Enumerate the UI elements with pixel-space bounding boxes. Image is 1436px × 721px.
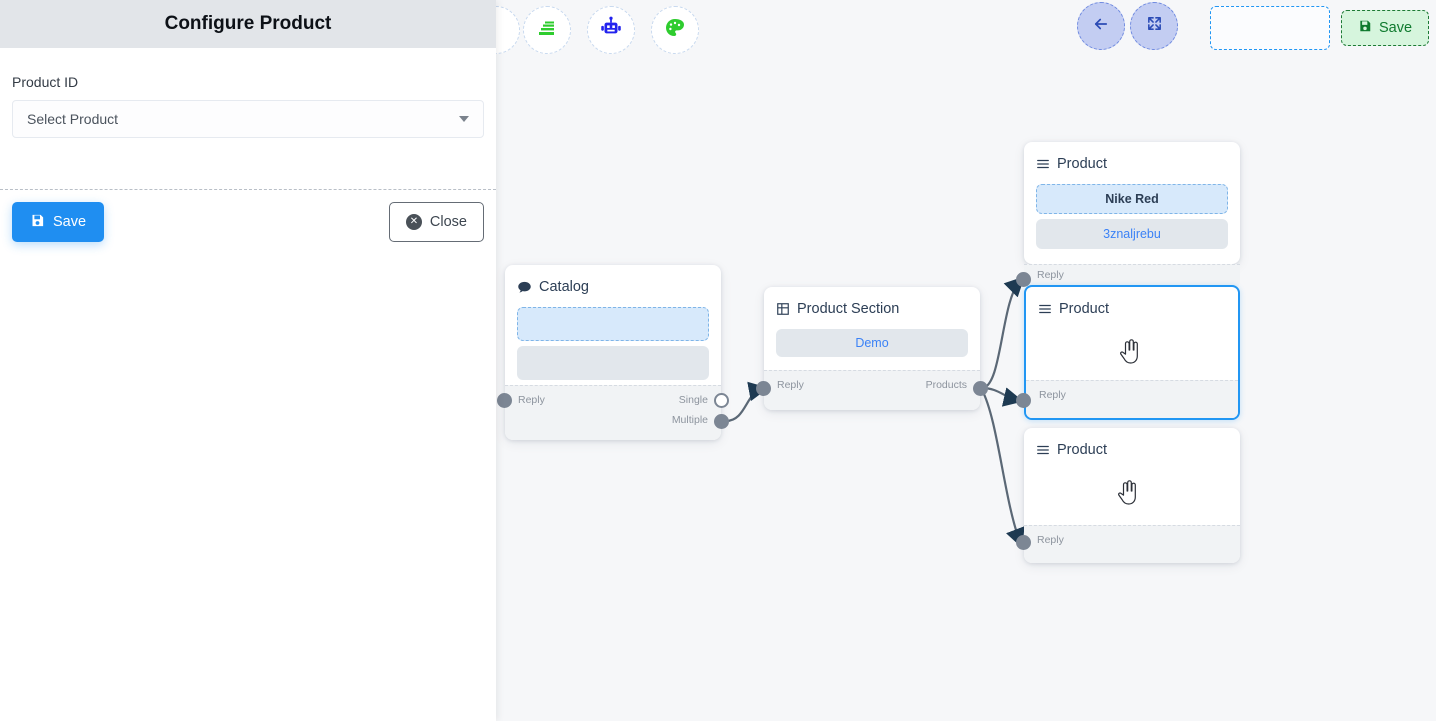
palette-icon <box>663 16 687 45</box>
port-label-multiple: Multiple <box>671 414 708 426</box>
port-label-products: Products <box>925 379 967 391</box>
node-catalog-body: Catalog <box>505 265 721 397</box>
product-id-label: Product ID <box>12 74 79 90</box>
back-button[interactable] <box>1077 2 1125 50</box>
node-catalog-block-2[interactable] <box>517 346 709 380</box>
panel-body: Product ID Select Product <box>0 48 496 138</box>
node-product-1-block-2[interactable]: 3znaljrebu <box>1036 219 1228 249</box>
toolbar-button-layers[interactable] <box>523 6 571 54</box>
port-product-1-reply[interactable] <box>1016 272 1031 287</box>
node-product-1-block-2-label: 3znaljrebu <box>1103 227 1161 241</box>
toolbar-placeholder-slot[interactable] <box>1210 6 1330 50</box>
node-product-3-title: Product <box>1057 442 1107 458</box>
toolbar-button-theme[interactable] <box>651 6 699 54</box>
toolbar-button-partial[interactable] <box>496 6 520 54</box>
fit-view-button[interactable] <box>1130 2 1178 50</box>
collapse-arrows-icon <box>1146 15 1163 37</box>
node-product-2-header: Product <box>1038 301 1226 317</box>
node-product-3-footer: Reply <box>1024 525 1240 563</box>
hand-cursor-icon <box>1118 339 1140 365</box>
floppy-disk-icon <box>30 213 45 232</box>
node-catalog-header: Catalog <box>517 279 709 295</box>
list-lines-icon <box>1038 302 1052 316</box>
node-product-section-header: Product Section <box>776 301 968 317</box>
port-label-reply: Reply <box>518 394 545 406</box>
node-catalog-footer: Reply Single Multiple <box>505 385 721 440</box>
node-product-1-footer: Reply <box>1024 264 1240 289</box>
port-label-reply: Reply <box>1037 534 1064 546</box>
node-product-2-body: Product <box>1026 287 1238 341</box>
toolbar-button-bot[interactable] <box>587 6 635 54</box>
floppy-disk-icon <box>1358 19 1372 37</box>
flow-canvas[interactable]: Save Catalog <box>496 0 1436 721</box>
node-product-section-body: Product Section Demo <box>764 287 980 374</box>
panel-header: Configure Product <box>0 0 496 48</box>
node-product-section-title: Product Section <box>797 301 900 317</box>
node-product-1-header: Product <box>1036 156 1228 172</box>
panel-actions: Save ✕ Close <box>12 202 484 242</box>
node-product-2[interactable]: Product Reply <box>1016 285 1240 420</box>
node-product-2-title: Product <box>1059 301 1109 317</box>
port-catalog-reply[interactable] <box>497 393 512 408</box>
node-product-1-block-1-label: Nike Red <box>1105 192 1159 206</box>
node-catalog-title: Catalog <box>539 279 589 295</box>
robot-icon <box>598 15 624 46</box>
node-catalog-block-1[interactable] <box>517 307 709 341</box>
node-product-1-block-1[interactable]: Nike Red <box>1036 184 1228 214</box>
canvas-save-label: Save <box>1379 20 1413 36</box>
product-select[interactable]: Select Product <box>12 100 484 138</box>
node-product-1-title: Product <box>1057 156 1107 172</box>
close-circle-icon: ✕ <box>405 214 422 230</box>
list-lines-icon <box>1036 443 1050 457</box>
chat-bubble-icon <box>517 280 532 295</box>
demo-label: Demo <box>855 336 889 350</box>
product-select-value: Select Product <box>27 111 119 127</box>
port-label-reply: Reply <box>1039 389 1066 401</box>
list-lines-icon <box>1036 157 1050 171</box>
port-label-single: Single <box>678 394 708 406</box>
arrow-left-icon <box>1092 15 1110 38</box>
port-product-section-products[interactable] <box>973 381 988 396</box>
close-button-label: Close <box>429 214 467 230</box>
hand-cursor-icon <box>1116 480 1138 506</box>
node-product-1-body: Product Nike Red 3znaljrebu <box>1024 142 1240 266</box>
port-product-2-reply[interactable] <box>1016 393 1031 408</box>
node-product-3[interactable]: Product Reply <box>1016 428 1240 563</box>
port-catalog-single[interactable] <box>714 393 729 408</box>
node-product-2-footer: Reply <box>1026 380 1238 418</box>
node-product-3-header: Product <box>1036 442 1228 458</box>
layers-stack-icon <box>535 16 559 45</box>
page-title: Configure Product <box>164 13 332 34</box>
port-label-reply: Reply <box>1037 269 1064 281</box>
grid-table-icon <box>776 302 790 316</box>
node-product-section-demo-button[interactable]: Demo <box>776 329 968 357</box>
node-product-section[interactable]: Product Section Demo Reply Products <box>756 287 988 410</box>
canvas-save-button[interactable]: Save <box>1341 10 1430 46</box>
panel-divider <box>0 189 496 190</box>
node-product-section-footer: Reply Products <box>764 370 980 410</box>
configure-product-panel: Configure Product Product ID Select Prod… <box>0 0 496 721</box>
port-label-reply: Reply <box>777 379 804 391</box>
port-catalog-multiple[interactable] <box>714 414 729 429</box>
save-button-label: Save <box>53 214 87 230</box>
chevron-down-icon <box>459 116 469 122</box>
port-product-section-reply[interactable] <box>756 381 771 396</box>
save-button[interactable]: Save <box>12 202 105 242</box>
node-product-3-body: Product <box>1024 428 1240 482</box>
port-product-3-reply[interactable] <box>1016 535 1031 550</box>
node-catalog[interactable]: Catalog Reply Single Multiple <box>497 265 729 440</box>
node-product-1[interactable]: Product Nike Red 3znaljrebu Reply <box>1016 142 1240 289</box>
close-button[interactable]: ✕ Close <box>388 202 484 242</box>
